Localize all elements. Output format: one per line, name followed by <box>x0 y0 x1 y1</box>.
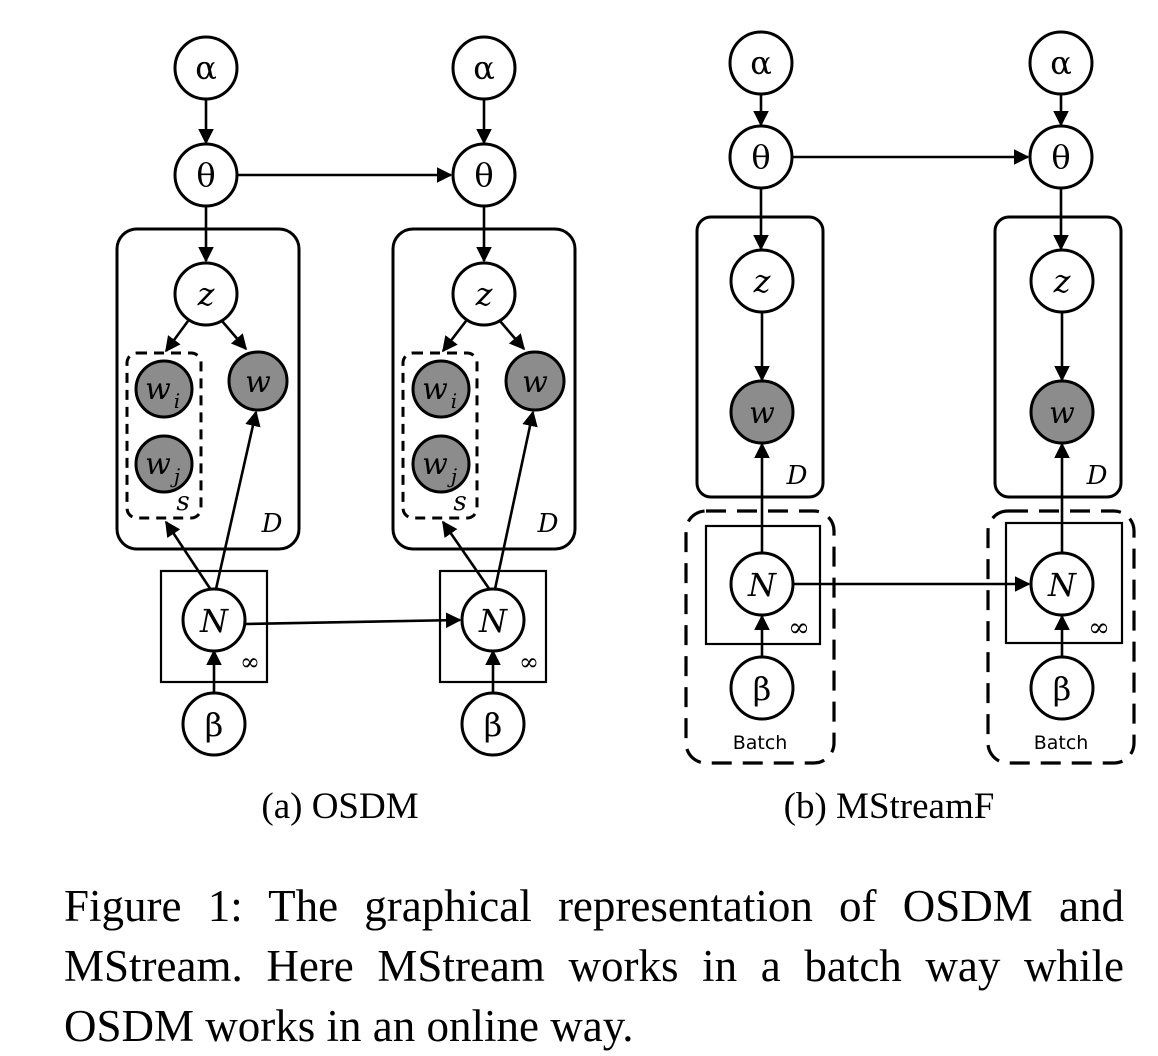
batch-plate <box>684 509 836 765</box>
pair-plate-label: s <box>176 487 189 517</box>
w-node <box>227 350 289 412</box>
n-node <box>1029 551 1095 617</box>
panel-a-osdm: α θ z w i w j w N β s D ∞ <box>115 35 577 827</box>
wi-subscript: i <box>174 389 180 413</box>
alpha-label: α <box>750 44 772 82</box>
wj-label: w <box>422 447 448 482</box>
wi-label: w <box>145 372 171 407</box>
graphical-model-figure: α θ z w i w j w N β s D ∞ <box>115 30 1136 827</box>
n-label: N <box>199 602 229 640</box>
panel-a-caption: (a) OSDM <box>261 786 418 827</box>
wi-node <box>134 359 194 419</box>
osdm-right-copy: α θ z w i w j w N β s D ∞ <box>391 35 577 757</box>
wj-subscript: j <box>447 464 457 488</box>
doc-plate-label: D <box>1086 461 1108 491</box>
theta-label: θ <box>1051 138 1070 176</box>
wj-node <box>134 434 194 494</box>
z-node <box>173 261 239 327</box>
figure-caption: Figure 1: The graphical representation o… <box>64 881 1124 1051</box>
batch-plate-label: Batch <box>733 732 788 754</box>
w-label: w <box>522 365 548 400</box>
beta-node <box>1029 655 1095 721</box>
infinite-plate-label: ∞ <box>1088 613 1110 643</box>
alpha-label: α <box>473 49 495 87</box>
theta-node <box>451 142 517 208</box>
wj-subscript: j <box>170 464 180 488</box>
w-label: w <box>1049 396 1075 431</box>
theta-label: θ <box>196 156 215 194</box>
edge-z-w <box>499 320 526 351</box>
beta-label: β <box>205 706 224 744</box>
batch-plate <box>986 509 1136 765</box>
infinite-plate-label: ∞ <box>519 648 539 676</box>
beta-node <box>460 691 526 757</box>
wi-label: w <box>422 372 448 407</box>
edge-z-w <box>221 320 248 351</box>
edge-n-w <box>214 410 261 590</box>
alpha-node <box>728 30 794 96</box>
wj-node <box>411 434 471 494</box>
alpha-node <box>1028 30 1094 96</box>
edge-n-wpair <box>164 520 213 591</box>
pair-plate <box>125 351 203 520</box>
n-node <box>181 587 247 653</box>
z-label: z <box>753 262 772 300</box>
w-node <box>504 350 566 412</box>
w-label: w <box>749 396 775 431</box>
infinite-plate-label: ∞ <box>240 648 260 676</box>
beta-node <box>181 691 247 757</box>
alpha-node <box>173 35 239 101</box>
alpha-label: α <box>195 49 217 87</box>
doc-plate <box>993 215 1123 499</box>
edge-z-wi <box>164 320 190 353</box>
theta-label: θ <box>751 138 770 176</box>
beta-label: β <box>1053 670 1072 708</box>
z-label: z <box>197 275 216 313</box>
z-label: z <box>1053 262 1072 300</box>
panel-b-caption: (b) MStreamF <box>784 786 995 827</box>
edge-n-w <box>493 410 538 590</box>
osdm-left-copy: α θ z w i w j w N β s D ∞ <box>115 35 301 757</box>
w-label: w <box>245 365 271 400</box>
w-node <box>729 379 795 445</box>
z-node <box>729 248 795 314</box>
w-node <box>1029 379 1095 445</box>
alpha-label: α <box>1050 44 1072 82</box>
doc-plate-label: D <box>786 461 808 491</box>
batch-plate-label: Batch <box>1034 732 1089 754</box>
mstreamf-left-copy: α θ z w N β D ∞ Batch <box>684 30 836 765</box>
wj-label: w <box>145 447 171 482</box>
z-node <box>1029 248 1095 314</box>
doc-plate <box>115 227 301 551</box>
beta-label: β <box>753 670 772 708</box>
beta-node <box>729 655 795 721</box>
pair-plate <box>401 351 479 520</box>
n-label: N <box>478 602 508 640</box>
z-node <box>451 261 517 327</box>
doc-plate-label: D <box>537 509 559 539</box>
edge-n-wpair <box>441 520 492 591</box>
z-label: z <box>475 275 494 313</box>
alpha-node <box>451 35 517 101</box>
n-node <box>460 587 526 653</box>
wi-subscript: i <box>451 389 457 413</box>
infinite-plate-label: ∞ <box>788 613 810 643</box>
panel-b-mstreamf: α θ z w N β D ∞ Batch α <box>684 30 1136 827</box>
mstreamf-right-copy: α θ z w N β D ∞ Batch <box>986 30 1136 765</box>
pair-plate-label: s <box>453 487 466 517</box>
edge-z-wi <box>441 320 468 353</box>
theta-label: θ <box>474 156 493 194</box>
wi-node <box>411 359 471 419</box>
n-label: N <box>747 566 777 604</box>
doc-plate-label: D <box>261 509 283 539</box>
beta-label: β <box>484 706 503 744</box>
n-label: N <box>1047 566 1077 604</box>
edge-n-n <box>244 612 462 629</box>
theta-node <box>1028 124 1094 190</box>
